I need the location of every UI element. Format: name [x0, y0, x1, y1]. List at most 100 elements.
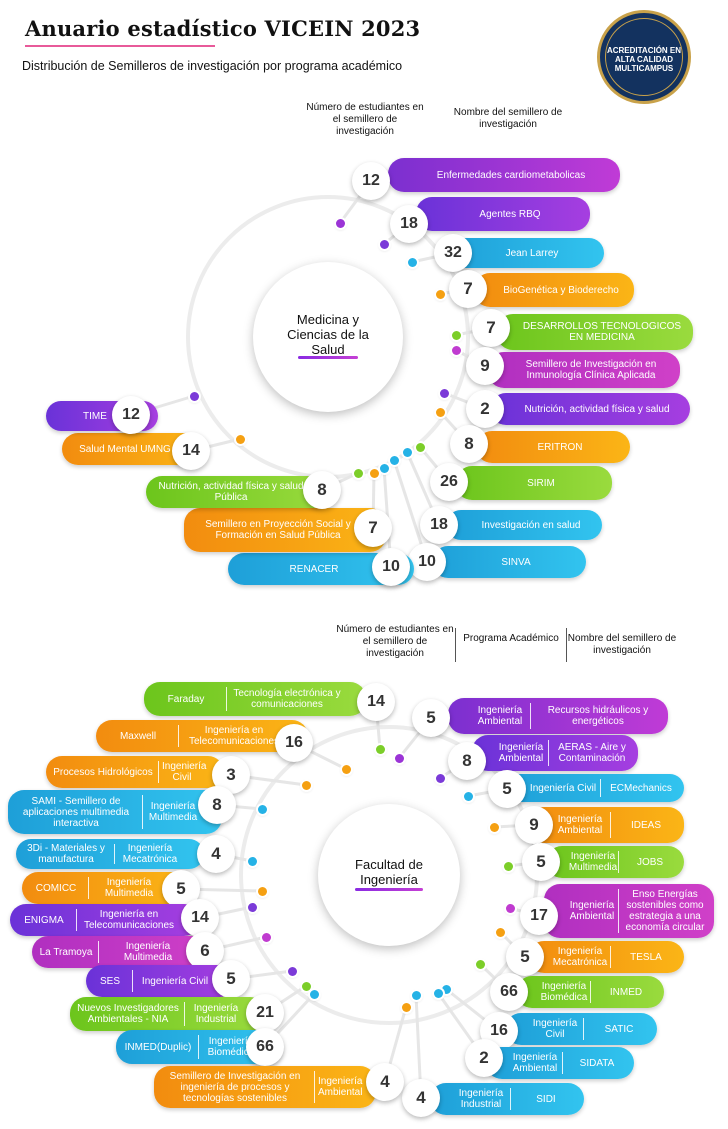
program-label: Ingeniería Multimedia — [568, 851, 618, 873]
section1-student-count: 8 — [303, 471, 341, 509]
semillero-name: Enso Energías sostenibles como estrategi… — [625, 889, 705, 933]
accreditation-seal-icon: ACREDITACIÓN EN ALTA CALIDAD MULTICAMPUS — [597, 10, 691, 104]
semillero-name: ENIGMA — [24, 914, 64, 926]
section2-hub — [318, 804, 460, 946]
section1-ring-dot — [452, 346, 461, 355]
pill-divider — [530, 703, 531, 729]
section1-student-count: 10 — [372, 548, 410, 586]
semillero-name: SIDATA — [579, 1057, 615, 1069]
pill-divider — [132, 970, 133, 992]
section1-semillero-pill: Semillero de Investigación en Inmunologí… — [488, 352, 680, 388]
pill-divider — [610, 946, 611, 968]
pill-divider — [158, 761, 159, 783]
section2-semillero-pill: Procesos Hidrológicos Ingeniería Civil — [46, 756, 224, 788]
section1-ring-dot — [440, 389, 449, 398]
section1-ring-dot — [436, 408, 445, 417]
section1-ring-dot — [390, 456, 399, 465]
section2-student-count: 16 — [480, 1012, 518, 1050]
section1-student-count: 8 — [450, 425, 488, 463]
semillero-name: INMED(Duplic) — [124, 1041, 192, 1053]
semillero-name: 3Di - Materiales y manufactura — [27, 843, 105, 865]
pill-divider — [562, 1052, 563, 1074]
semillero-name: Recursos hidráulicos y energéticos — [547, 705, 649, 727]
section2-ring-dot — [342, 765, 351, 774]
section1-semillero-pill: SINVA — [432, 546, 586, 578]
section1-header-name: Nombre del semillero de investigación — [453, 107, 563, 130]
pill-divider — [600, 779, 601, 797]
section1-semillero-name: Salud Mental UMNG — [79, 443, 171, 455]
program-label: Ingeniería Ambiental — [477, 705, 523, 727]
section2-student-count: 5 — [212, 960, 250, 998]
section2-ring-dot — [395, 754, 404, 763]
section1-header-count: Número de estudiantes en el semillero de… — [306, 102, 424, 137]
section1-student-count: 12 — [352, 162, 390, 200]
section2-student-count: 66 — [246, 1028, 284, 1066]
section1-semillero-pill: Jean Larrey — [446, 238, 604, 268]
section2-ring-dot — [476, 960, 485, 969]
program-label: Ingeniería Ambiental — [557, 814, 603, 836]
section1-semillero-name: Semillero en Proyección Social y Formaci… — [205, 519, 351, 541]
section2-ring-dot — [376, 745, 385, 754]
program-label: Ingeniería Civil — [162, 761, 207, 783]
section2-student-count: 5 — [506, 938, 544, 976]
page-subtitle: Distribución de Semilleros de investigac… — [22, 59, 403, 73]
program-label: Ingeniería Mecatrónica — [552, 946, 608, 968]
section2-student-count: 5 — [412, 699, 450, 737]
title-underline — [25, 45, 215, 47]
section2-student-count: 2 — [465, 1039, 503, 1077]
section2-ring-dot — [496, 928, 505, 937]
semillero-name: Procesos Hidrológicos — [53, 766, 153, 778]
section2-semillero-pill: Ingeniería Biomédica INMED — [516, 976, 664, 1008]
section1-ring-dot — [403, 448, 412, 457]
section1-semillero-name: Investigación en salud — [481, 519, 581, 531]
header-divider — [455, 628, 456, 662]
program-label: Ingeniería Biomédica — [540, 981, 588, 1003]
section2-student-count: 21 — [246, 994, 284, 1032]
semillero-name: SAMI - Semillero de aplicaciones multime… — [22, 795, 130, 829]
section2-student-count: 8 — [448, 742, 486, 780]
section1-semillero-name: TIME — [83, 410, 107, 422]
section1-student-count: 7 — [354, 509, 392, 547]
section1-semillero-name: Semillero de Investigación en Inmunologí… — [525, 359, 657, 381]
section1-semillero-name: SIRIM — [527, 477, 555, 489]
section2-student-count: 14 — [357, 683, 395, 721]
pill-divider — [610, 812, 611, 838]
section1-student-count: 7 — [449, 270, 487, 308]
semillero-name: SES — [99, 975, 120, 987]
section2-ring-dot — [258, 805, 267, 814]
pill-divider — [583, 1018, 584, 1040]
semillero-name: INMED — [609, 986, 643, 998]
section2-ring-dot — [464, 792, 473, 801]
section2-ring-dot — [436, 774, 445, 783]
section1-semillero-name: Enfermedades cardiometabolicas — [436, 169, 586, 181]
section1-hub-label: Medicina y Ciencias de la Salud — [287, 312, 369, 357]
semillero-name: IDEAS — [630, 819, 661, 831]
section1-ring-dot — [380, 464, 389, 473]
section2-ring-dot — [412, 991, 421, 1000]
section1-student-count: 26 — [430, 463, 468, 501]
section1-student-count: 9 — [466, 347, 504, 385]
section2-header-name: Nombre del semillero de investigación — [567, 633, 677, 656]
pill-divider — [590, 981, 591, 1003]
pill-divider — [178, 725, 179, 747]
program-label: Tecnología electrónica y comunicaciones — [233, 688, 341, 710]
section1-student-count: 7 — [472, 309, 510, 347]
section2-semillero-pill: SAMI - Semillero de aplicaciones multime… — [8, 790, 222, 834]
program-label: Ingeniería Ambiental — [318, 1076, 363, 1098]
section2-header-count: Número de estudiantes en el semillero de… — [336, 624, 454, 659]
section1-student-count: 2 — [466, 390, 504, 428]
section2-student-count: 14 — [181, 899, 219, 937]
section1-semillero-pill: Semillero en Proyección Social y Formaci… — [184, 508, 386, 552]
program-label: Ingeniería Ambiental — [498, 742, 544, 764]
section1-student-count: 18 — [390, 205, 428, 243]
section2-hub-underline — [355, 888, 423, 891]
section1-semillero-pill: SIRIM — [456, 466, 612, 500]
section1-semillero-name: ERITRON — [537, 441, 583, 453]
